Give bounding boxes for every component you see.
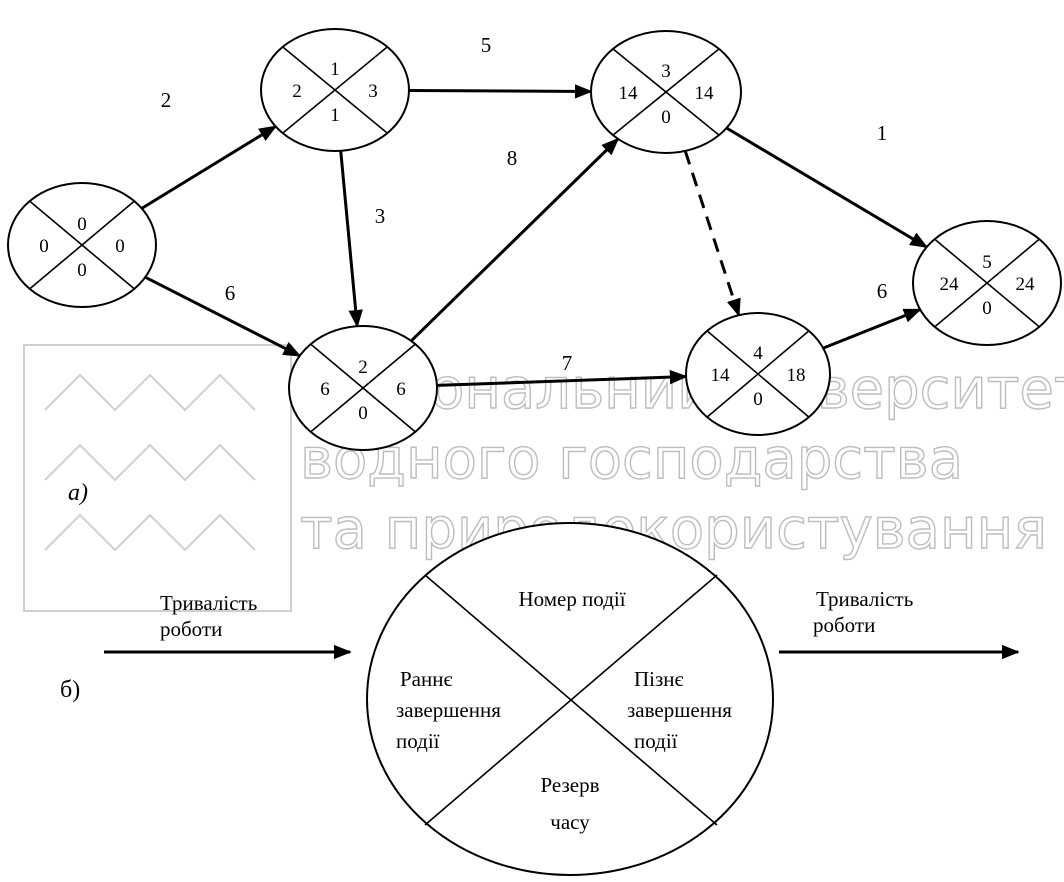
node-diagonal: [310, 343, 416, 433]
edge-n3-n4: [683, 150, 741, 317]
legend-in-label-line-1: Тривалість: [160, 591, 257, 615]
node-top-value: 5: [982, 252, 992, 273]
node-top-value: 0: [77, 214, 87, 235]
node-bottom-value: 0: [753, 389, 763, 410]
edge-n4-n5: [822, 308, 922, 350]
node-top-value: 3: [661, 61, 671, 82]
node-diagonal: [706, 330, 810, 418]
edge-n3-n5: [725, 126, 929, 249]
edge-n0-n2: [144, 275, 302, 358]
node-right-value: 6: [396, 379, 406, 400]
node-right-value: 3: [368, 81, 378, 102]
edge-n1-n3: [408, 84, 593, 99]
edge-label-n3-n5: 1: [877, 121, 888, 145]
node-right-value: 0: [115, 236, 125, 257]
event-node-n1: 1 2 3 1: [260, 28, 410, 152]
node-left-value: 24: [940, 274, 960, 295]
watermark-line-2: водного господарства: [300, 427, 963, 492]
part-a-label: а): [68, 480, 88, 506]
edge-label-n1-n3: 5: [481, 33, 492, 57]
edge-label-n1-n2: 3: [375, 204, 386, 228]
node-top-value: 2: [358, 357, 368, 378]
watermark-wave-1: [44, 373, 256, 412]
edge-label-n4-n5: 6: [877, 279, 888, 303]
watermark-wave-3: [44, 513, 256, 552]
node-right-value: 14: [695, 83, 715, 104]
watermark-logo-frame: [23, 344, 292, 612]
legend-diagonal-2: [424, 574, 718, 826]
legend-left-line-2: завершення: [396, 698, 501, 722]
edge-label-n0-n2: 6: [225, 281, 236, 305]
node-left-value: 14: [619, 83, 639, 104]
legend-bottom-line-2: часу: [550, 810, 590, 834]
node-left-value: 2: [292, 81, 302, 102]
event-node-n2: 2 6 6 0: [288, 325, 438, 451]
node-bottom-value: 0: [661, 107, 671, 128]
node-bottom-value: 0: [982, 298, 992, 319]
edge-n0-n1: [140, 125, 278, 210]
edge-n2-n4: [436, 369, 688, 387]
event-node-n0: 0 0 0 0: [7, 182, 157, 308]
node-bottom-value: 0: [358, 403, 368, 424]
edge-label-n2-n3: 8: [507, 146, 518, 170]
watermark-wave-2: [44, 443, 256, 482]
legend-out-label-line-1: Тривалість: [816, 587, 913, 611]
node-left-value: 0: [39, 236, 49, 257]
node-diagonal: [612, 48, 720, 136]
node-diagonal: [282, 46, 388, 134]
node-bottom-value: 1: [330, 105, 340, 126]
legend-right-line-2: завершення: [627, 698, 732, 722]
legend-in-label-line-2: роботи: [160, 617, 222, 641]
event-node-n5: 5 24 24 0: [912, 220, 1062, 346]
edge-n2-n3: [410, 137, 620, 343]
part-b-label: б): [60, 677, 80, 703]
event-node-n3: 3 14 14 0: [590, 30, 742, 154]
node-right-value: 18: [787, 365, 806, 386]
event-node-n4: 4 14 18 0: [685, 312, 831, 436]
node-top-value: 1: [330, 59, 340, 80]
edges-layer: 2 6 5 3 8 7 1 6: [140, 33, 929, 387]
legend-bottom-line-1: Резерв: [540, 773, 599, 797]
legend-left-line-3: події: [396, 729, 440, 753]
legend-right-line-3: події: [634, 729, 678, 753]
edge-n1-n2: [339, 150, 363, 328]
edge-label-n2-n4: 7: [562, 351, 573, 375]
legend-left-line-1: Раннє: [400, 667, 453, 691]
legend: б) Тривалість роботи Номер події Раннє з…: [60, 522, 1020, 876]
node-right-value: 24: [1016, 274, 1036, 295]
edge-label-n0-n1: 2: [161, 88, 172, 112]
legend-right-line-1: Пізнє: [634, 667, 684, 691]
node-diagonal: [934, 238, 1040, 328]
node-diagonal: [29, 200, 135, 290]
node-top-value: 4: [753, 343, 763, 364]
node-left-value: 14: [711, 365, 731, 386]
legend-top-label: Номер події: [518, 587, 625, 611]
node-bottom-value: 0: [77, 260, 87, 281]
legend-out-label-line-2: роботи: [813, 613, 875, 637]
node-left-value: 6: [320, 379, 330, 400]
